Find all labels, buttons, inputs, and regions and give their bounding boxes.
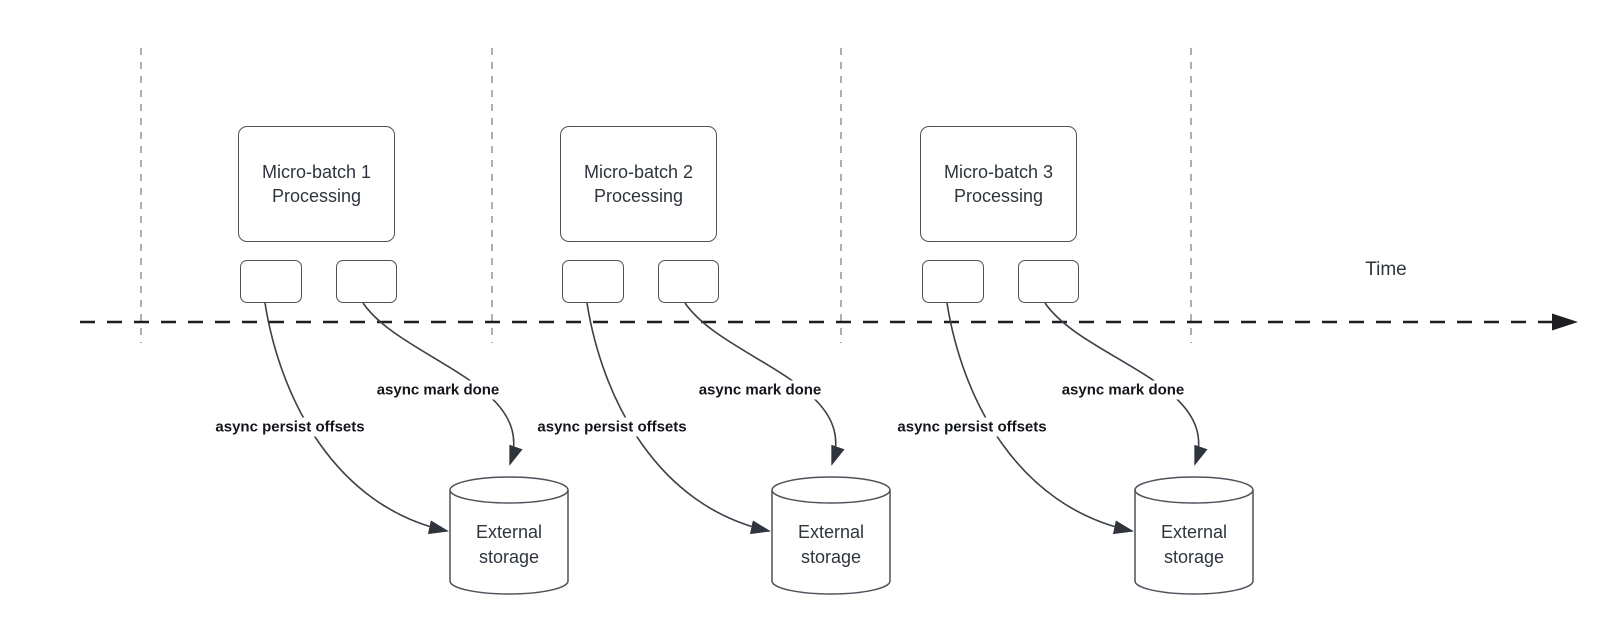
micro-batch-label-line1-2: Micro-batch 2 [583,162,694,182]
async-op-box-done-3 [1018,260,1079,303]
mark-done-arrow-1 [362,302,523,466]
persist-offsets-label-1: async persist offsets [211,417,369,437]
micro-batch-label-line1-3: Micro-batch 3 [943,162,1054,182]
persist-offsets-label-3: async persist offsets [893,417,1051,437]
external-storage-cylinder-1 [449,476,569,595]
mark-done-arrow-2 [684,302,845,466]
async-op-box-done-2 [658,260,719,303]
persist-offsets-label-2: async persist offsets [533,417,691,437]
mark-done-label-2: async mark done [694,380,826,400]
external-storage-cylinder-3 [1134,476,1254,595]
external-storage-cylinder-top-edge-3 [1134,489,1254,504]
micro-batch-label-line1-1: Micro-batch 1 [261,162,372,182]
external-storage-cylinder-top-edge-1 [449,489,569,504]
external-storage-label-line2-3: storage [1163,547,1225,567]
external-storage-label-line2-2: storage [800,547,862,567]
external-storage-label-2: External storage [798,520,864,570]
async-op-box-persist-1 [240,260,302,303]
mark-done-arrow-3 [1044,302,1208,466]
persist-offsets-arrow-1 [264,302,449,535]
external-storage-label-line1-3: External [1160,522,1228,542]
async-op-box-done-1 [336,260,397,303]
external-storage-label-line2-1: storage [478,547,540,567]
time-axis-label: Time [1365,259,1407,280]
external-storage-label-3: External storage [1161,520,1227,570]
external-storage-cylinder-top-edge-2 [771,489,891,504]
mark-done-label-3: async mark done [1057,380,1189,400]
external-storage-cylinder-2 [771,476,891,595]
mark-done-label-1: async mark done [372,380,504,400]
micro-batch-label-line2-3: Processing [953,186,1044,206]
external-storage-label-1: External storage [476,520,542,570]
async-op-box-persist-2 [562,260,624,303]
async-op-box-persist-3 [922,260,984,303]
micro-batch-label-line2-2: Processing [593,186,684,206]
external-storage-label-line1-2: External [797,522,865,542]
micro-batch-box-3: Micro-batch 3 Processing [920,126,1077,242]
micro-batch-label-line2-1: Processing [271,186,362,206]
persist-offsets-arrow-2 [586,302,771,535]
persist-offsets-arrow-3 [946,302,1134,535]
external-storage-label-line1-1: External [475,522,543,542]
micro-batch-box-2: Micro-batch 2 Processing [560,126,717,242]
micro-batch-box-1: Micro-batch 1 Processing [238,126,395,242]
time-axis-arrowhead-icon [1552,313,1578,331]
